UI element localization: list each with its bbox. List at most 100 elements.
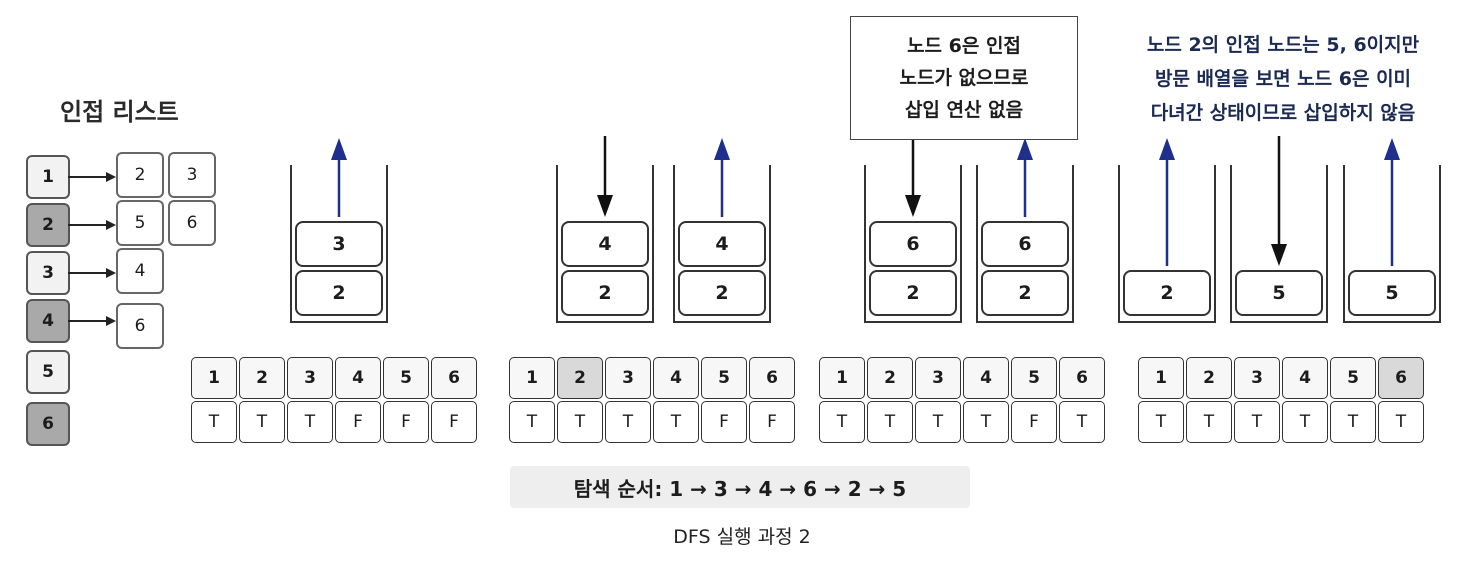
pop-arrow: [1017, 138, 1033, 217]
adjacency-arrow-head: [106, 268, 116, 278]
visited-value-cell: T: [1138, 401, 1184, 443]
stack-7: [1230, 165, 1328, 323]
visited-value-cell: T: [1059, 401, 1105, 443]
visited-index-cell: 1: [509, 357, 555, 399]
visited-index-cell: 1: [191, 357, 237, 399]
stack-item: 4: [561, 221, 649, 267]
adjacency-node-6: 6: [26, 402, 70, 446]
stack-item: 6: [869, 221, 957, 267]
visited-value-cell: F: [749, 401, 795, 443]
stack-item: 2: [678, 270, 766, 316]
visited-index-cell: 6: [1059, 357, 1105, 399]
stack-item: 6: [981, 221, 1069, 267]
push-arrow: [1271, 136, 1287, 266]
adjacency-arrow-head: [106, 316, 116, 326]
visited-value-cell: T: [1234, 401, 1280, 443]
visited-value-cell: T: [1186, 401, 1232, 443]
note-text-line: 방문 배열을 보면 노드 6은 이미: [1154, 68, 1412, 90]
visited-value-cell: F: [383, 401, 429, 443]
visited-index-cell: 4: [963, 357, 1009, 399]
adjacency-neighbor-6: 6: [168, 200, 216, 246]
adjacency-neighbor-4: 4: [116, 248, 164, 294]
stack-3: [673, 165, 771, 323]
visited-value-cell: T: [963, 401, 1009, 443]
note-box-line: 노드 6은 인접: [907, 35, 1021, 57]
push-arrow: [597, 136, 613, 217]
visited-index-cell: 2: [239, 357, 285, 399]
visited-index-cell: 5: [383, 357, 429, 399]
search-order-text: 탐색 순서: 1 → 3 → 4 → 6 → 2 → 5: [573, 476, 907, 501]
adjacency-neighbor-5: 5: [116, 200, 164, 246]
stack-item: 5: [1348, 270, 1436, 316]
adjacency-node-1: 1: [26, 155, 70, 199]
adjacency-arrow: [68, 172, 116, 182]
visited-index-cell: 6: [431, 357, 477, 399]
adjacency-list-title: 인접 리스트: [60, 98, 179, 126]
stack-item: 3: [295, 221, 383, 267]
figure-caption: DFS 실행 과정 2: [673, 526, 811, 548]
visited-value-cell: T: [605, 401, 651, 443]
visited-index-cell: 1: [1138, 357, 1184, 399]
visited-value-cell: T: [557, 401, 603, 443]
visited-index-cell: 4: [653, 357, 699, 399]
visited-value-cell: T: [287, 401, 333, 443]
stack-arrow-head: [1271, 244, 1287, 266]
adjacency-arrow-head: [106, 220, 116, 230]
visited-index-cell: 2: [867, 357, 913, 399]
adjacency-node-3: 3: [26, 251, 70, 295]
adjacency-node-4: 4: [26, 299, 70, 343]
visited-value-cell: T: [915, 401, 961, 443]
visited-value-cell: T: [653, 401, 699, 443]
note-box-line: 삽입 연산 없음: [904, 99, 1024, 121]
visited-value-cell: T: [239, 401, 285, 443]
note-box: 노드 6은 인접 노드가 없으므로 삽입 연산 없음: [850, 16, 1078, 140]
stack-2: [556, 165, 654, 323]
visited-index-cell: 3: [915, 357, 961, 399]
visited-index-cell: 6: [1378, 357, 1424, 399]
visited-index-cell: 5: [1330, 357, 1376, 399]
stack-5: [976, 165, 1074, 323]
search-order-bar: 탐색 순서: 1 → 3 → 4 → 6 → 2 → 5: [510, 466, 970, 508]
visited-value-cell: F: [1011, 401, 1057, 443]
visited-value-cell: T: [1378, 401, 1424, 443]
visited-value-cell: T: [1282, 401, 1328, 443]
stack-item: 2: [869, 270, 957, 316]
note-text-line: 노드 2의 인접 노드는 5, 6이지만: [1146, 34, 1420, 56]
stack-item: 2: [981, 270, 1069, 316]
stack-arrow-head: [714, 138, 730, 160]
visited-index-cell: 3: [605, 357, 651, 399]
stack-arrow-head: [1159, 138, 1175, 160]
visited-value-cell: F: [431, 401, 477, 443]
adjacency-neighbor-2: 2: [116, 152, 164, 198]
stack-item: 2: [1123, 270, 1211, 316]
stack-arrow-head: [331, 138, 347, 160]
visited-index-cell: 1: [819, 357, 865, 399]
stack-item: 4: [678, 221, 766, 267]
adjacency-node-2: 2: [26, 203, 70, 247]
visited-index-cell: 5: [1011, 357, 1057, 399]
visited-index-cell: 2: [557, 357, 603, 399]
pop-arrow: [1384, 138, 1400, 266]
stack-item: 2: [295, 270, 383, 316]
push-arrow: [905, 136, 921, 217]
visited-value-cell: T: [867, 401, 913, 443]
visited-index-cell: 3: [1234, 357, 1280, 399]
stack-item: 2: [561, 270, 649, 316]
visited-index-cell: 4: [335, 357, 381, 399]
stack-arrow-head: [597, 195, 613, 217]
visited-value-cell: T: [1330, 401, 1376, 443]
pop-arrow: [331, 138, 347, 217]
adjacency-arrow: [68, 268, 116, 278]
adjacency-neighbor-3: 3: [168, 152, 216, 198]
visited-index-cell: 4: [1282, 357, 1328, 399]
visited-value-cell: T: [819, 401, 865, 443]
stack-1: [290, 165, 388, 323]
visited-index-cell: 6: [749, 357, 795, 399]
note-box-line: 노드가 없으므로: [899, 67, 1029, 89]
visited-index-cell: 5: [701, 357, 747, 399]
visited-index-cell: 2: [1186, 357, 1232, 399]
stack-arrow-head: [905, 195, 921, 217]
adjacency-neighbor-6: 6: [116, 303, 164, 349]
